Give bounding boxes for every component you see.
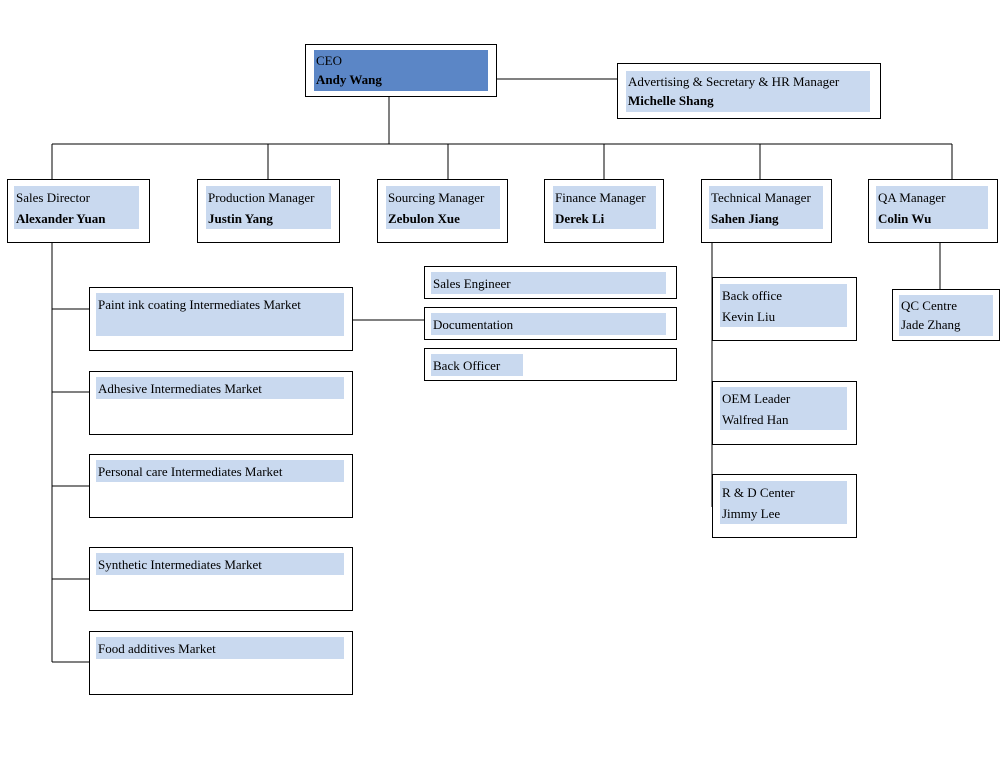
ceo-name: Andy Wang (316, 72, 382, 87)
technical-sub-name: Kevin Liu (722, 309, 776, 324)
ceo-box: CEO Andy Wang (305, 44, 497, 97)
manager-name: Colin Wu (878, 211, 932, 226)
manager-title: Sales Director (16, 190, 91, 205)
market-label: Personal care Intermediates Market (96, 460, 344, 482)
manager-label: Finance Manager Derek Li (553, 186, 656, 229)
manager-box-production: Production Manager Justin Yang (197, 179, 340, 243)
manager-title: Finance Manager (555, 190, 646, 205)
market-box: Personal care Intermediates Market (89, 454, 353, 518)
paint-sub-label: Back Officer (431, 354, 523, 376)
manager-label: Sales Director Alexander Yuan (14, 186, 139, 229)
manager-name: Derek Li (555, 211, 605, 226)
market-box: Paint ink coating Intermediates Market (89, 287, 353, 351)
market-box: Adhesive Intermediates Market (89, 371, 353, 435)
manager-name: Zebulon Xue (388, 211, 460, 226)
manager-title: Production Manager (208, 190, 315, 205)
paint-sub-box: Sales Engineer (424, 266, 677, 299)
hr-manager-title: Advertising & Secretary & HR Manager (628, 74, 840, 89)
technical-sub-label: R & D Center Jimmy Lee (720, 481, 847, 524)
technical-sub-box: OEM Leader Walfred Han (712, 381, 857, 445)
technical-sub-box: Back office Kevin Liu (712, 277, 857, 341)
qa-sub-title: QC Centre (901, 298, 957, 313)
paint-sub-box: Documentation (424, 307, 677, 340)
ceo-title: CEO (316, 53, 342, 68)
hr-manager-label: Advertising & Secretary & HR Manager Mic… (626, 71, 870, 112)
manager-box-sourcing: Sourcing Manager Zebulon Xue (377, 179, 508, 243)
manager-box-finance: Finance Manager Derek Li (544, 179, 664, 243)
manager-label: QA Manager Colin Wu (876, 186, 988, 229)
technical-sub-label: Back office Kevin Liu (720, 284, 847, 327)
paint-sub-box: Back Officer (424, 348, 677, 381)
technical-sub-box: R & D Center Jimmy Lee (712, 474, 857, 538)
ceo-label: CEO Andy Wang (314, 50, 488, 91)
technical-sub-label: OEM Leader Walfred Han (720, 387, 847, 430)
qa-sub-label: QC Centre Jade Zhang (899, 295, 993, 336)
manager-label: Sourcing Manager Zebulon Xue (386, 186, 500, 229)
qa-sub-box: QC Centre Jade Zhang (892, 289, 1000, 341)
technical-sub-title: R & D Center (722, 485, 795, 500)
market-label: Synthetic Intermediates Market (96, 553, 344, 575)
manager-name: Sahen Jiang (711, 211, 779, 226)
qa-sub-name: Jade Zhang (901, 317, 961, 332)
hr-manager-name: Michelle Shang (628, 93, 714, 108)
paint-sub-label: Documentation (431, 313, 666, 335)
manager-title: Technical Manager (711, 190, 811, 205)
market-label: Adhesive Intermediates Market (96, 377, 344, 399)
technical-sub-name: Jimmy Lee (722, 506, 781, 521)
hr-manager-box: Advertising & Secretary & HR Manager Mic… (617, 63, 881, 119)
paint-sub-label: Sales Engineer (431, 272, 666, 294)
market-box: Synthetic Intermediates Market (89, 547, 353, 611)
manager-name: Justin Yang (208, 211, 273, 226)
market-label: Food additives Market (96, 637, 344, 659)
technical-sub-title: OEM Leader (722, 391, 791, 406)
manager-title: Sourcing Manager (388, 190, 485, 205)
manager-label: Production Manager Justin Yang (206, 186, 331, 229)
technical-sub-title: Back office (722, 288, 783, 303)
manager-label: Technical Manager Sahen Jiang (709, 186, 823, 229)
market-box: Food additives Market (89, 631, 353, 695)
market-label: Paint ink coating Intermediates Market (96, 293, 344, 336)
manager-box-sales: Sales Director Alexander Yuan (7, 179, 150, 243)
manager-box-qa: QA Manager Colin Wu (868, 179, 998, 243)
manager-name: Alexander Yuan (16, 211, 106, 226)
manager-box-technical: Technical Manager Sahen Jiang (701, 179, 832, 243)
manager-title: QA Manager (878, 190, 946, 205)
technical-sub-name: Walfred Han (722, 412, 789, 427)
